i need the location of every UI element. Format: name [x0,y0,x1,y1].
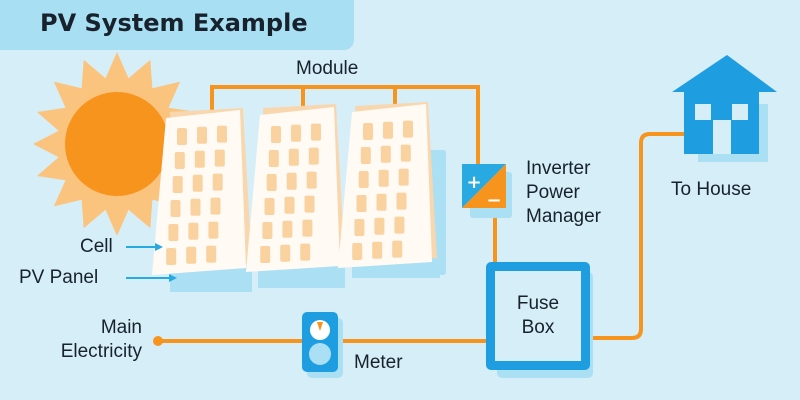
pv-panel-2-cell [288,148,299,166]
main-electricity-terminal [153,336,163,346]
pv-panel-3-cell [398,168,409,186]
inverter-plus-symbol: + [466,172,481,193]
pv-panel-1-cell [170,200,181,217]
pv-panel-2-cell [311,123,321,141]
main-electricity-label-line2: Electricity [60,341,142,362]
pv-panel-1-cell [197,126,207,144]
pv-panel-2-cell [304,195,315,213]
pv-panel-1-cell [188,222,199,240]
pv-panel-2-cell [262,222,273,239]
pv-panel-1-cell [168,224,179,241]
pv-panel-3-cell [376,193,387,211]
pv-panel-3-cell [383,121,393,139]
pv-panel-1-cells [166,125,227,265]
pv-panel-1-cell [206,245,217,263]
pv-panel-3-cell [363,123,373,140]
pv-panel-1-cell [214,149,225,167]
pv-panel-3-cell [392,240,403,258]
pv-panel-3-cells [352,120,413,260]
inverter-icon: + − [462,164,512,218]
meter-label: Meter [354,352,403,373]
pv-panel-2-cell [302,219,313,237]
pv-panel-1-cell [210,197,221,215]
pv-panel-3-cell [356,195,367,212]
pv-panel-3-cell [378,169,389,187]
to-house-label: To House [671,179,752,200]
pv-panel-1-cell [172,176,183,193]
pv-panel-3-cell [394,216,405,234]
pv-panel-1-cell [194,150,205,168]
page-title: PV System Example [40,9,308,37]
pv-panel-2-cell [306,171,317,189]
title-tab [0,0,354,50]
pv-panel-1-cell [177,128,187,145]
pv-panel-3 [338,102,437,268]
main-wires [158,132,684,343]
house-icon [672,55,777,162]
pv-panel-2 [246,104,345,272]
pv-panel-2-cell [271,126,281,143]
inverter-minus-symbol: − [486,190,501,211]
pv-panel-3-cell [403,120,413,138]
pv-panel-3-cell [360,147,371,164]
pv-panel-3-cell [380,145,391,163]
inverter-label-line1: Inverter [526,158,591,179]
pv-panel-2-cell [308,147,319,165]
pv-panel-1-cell [186,246,197,264]
pv-panel-1-cell [192,174,203,192]
module-label: Module [296,58,359,79]
fuse-box [486,262,593,378]
pv-panel-2-cell [264,198,275,215]
pv-panel-3-cell [374,217,385,235]
pv-panel-3-cell [372,241,383,259]
pv-panel-1-cell [166,248,177,265]
pv-panel-1 [152,108,252,275]
pv-panel-1-cell [208,221,219,239]
pv-panel-1-cell [190,198,201,216]
pv-panel-3-cell [396,192,407,210]
callout-arrows [126,246,170,279]
inverter-label-line3: Manager [526,206,601,227]
pv-panel-2-cell [282,220,293,238]
pv-panel-label: PV Panel [19,267,99,288]
pv-panel-2-cell [266,174,277,191]
pv-panel-1-cell [217,125,227,143]
pv-panel-2-cell [260,246,271,263]
sun-icon [33,52,201,236]
pv-panel-2-cells [260,123,321,263]
pv-panel-2-cell [286,172,297,190]
pv-panel-2-cell [268,150,279,167]
main-electricity-label-line1: Main [100,317,142,338]
pv-panel-3-cell [354,219,365,236]
fuse-box-label-line1: Fuse [516,293,560,314]
pv-panel-3-cell [352,243,363,260]
pv-panel-2-cell [284,196,295,214]
pv-panel-3-cell [358,171,369,188]
pv-panel-1-cell [212,173,223,191]
pv-panel-2-cell [280,244,291,262]
meter-icon [302,312,343,378]
pv-panel-2-cell [300,243,311,261]
pv-panel-2-cell [291,124,301,142]
pv-panel-1-cell [174,152,185,169]
cell-label: Cell [80,236,113,257]
pv-panel-3-cell [400,144,411,162]
inverter-label-line2: Power [526,182,580,203]
fuse-box-label-line2: Box [521,317,555,338]
